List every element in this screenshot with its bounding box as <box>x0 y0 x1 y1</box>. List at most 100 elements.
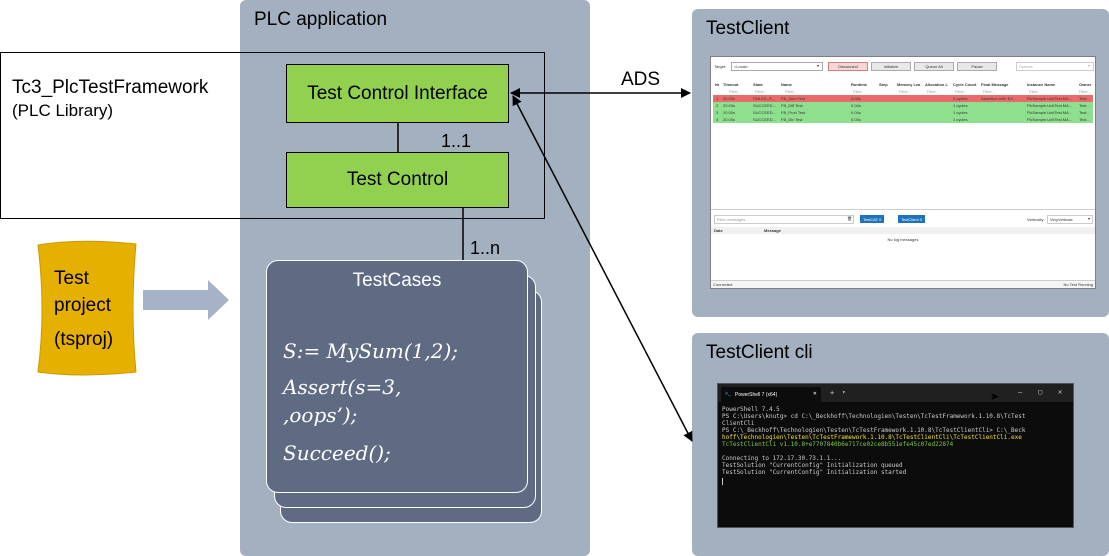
log-col-date: Date <box>714 228 723 233</box>
tab-label: PowerShell 7 (x64) <box>735 392 778 398</box>
chevron-down-icon[interactable]: ▾ <box>842 389 846 396</box>
col-step: Step <box>879 82 888 87</box>
filter-row[interactable]: Filter... Filter... Filter... Filter... … <box>713 88 1093 95</box>
cursor <box>722 478 723 485</box>
maximize-icon[interactable]: ▢ <box>1038 388 1043 396</box>
filter-runtime[interactable]: Filter... <box>853 89 866 94</box>
cell-message: Assertion with 'Ex'... <box>981 96 1017 101</box>
chevron-down-icon: ▾ <box>1087 216 1090 221</box>
plc-application-title: PLC application <box>254 9 388 30</box>
target-select[interactable]: <Local> ▾ <box>731 62 823 71</box>
cli-line: TestSolution "CurrentConfig" Initializat… <box>722 469 907 476</box>
filter-memory[interactable]: Filter... <box>899 89 912 94</box>
multiplicity-1-n: 1..n <box>470 238 501 258</box>
verbosity-select[interactable]: VeryVerbose ▾ <box>1047 215 1093 224</box>
new-tab-icon[interactable]: + <box>830 389 835 397</box>
test-control-box: Test Control <box>286 152 509 208</box>
test-control-interface-label: Test Control Interface <box>307 82 488 104</box>
cell-name: FB_Sum Test <box>781 96 805 101</box>
pause-button[interactable]: Pause <box>957 62 997 71</box>
cell-cycles: 3 cycles <box>953 96 968 101</box>
close-icon[interactable]: ✕ <box>812 391 817 397</box>
cli-line: TestSolution "CurrentConfig" Initializat… <box>722 462 903 469</box>
cell-timeout: 20.00s <box>723 96 736 101</box>
testcat-label: TestCAT <box>863 216 879 222</box>
divider <box>711 209 1095 210</box>
cell-instance: PlcSample.UnitTest.MA... <box>1027 110 1073 115</box>
cell-timeout: 20.00s <box>723 117 736 122</box>
col-allocation: Allocation L <box>925 82 948 87</box>
cli-arrow <box>512 95 693 442</box>
cli-line: PS C:\_Beckhoff\Technologien\Testen\TcTe… <box>722 427 1026 434</box>
testclient-filter-button[interactable]: TestClient 0 <box>898 215 925 223</box>
filter-timeout[interactable]: Filter... <box>729 89 742 94</box>
trash-icon[interactable]: 🗑 <box>847 216 853 221</box>
cell-cycles: 1 cycles <box>953 103 968 108</box>
multiplicity-1-1: 1..1 <box>441 131 472 151</box>
filter-message[interactable]: Filter... <box>983 89 996 94</box>
filter-instance[interactable]: Filter... <box>1029 89 1042 94</box>
cell-nr: 2 <box>716 103 719 108</box>
tab-powershell[interactable]: >_ PowerShell 7 (x64) ✕ <box>721 387 821 402</box>
queue-all-button[interactable]: Queue All <box>914 62 954 71</box>
cell-instance: PlcSample.UnitTest.MA... <box>1027 117 1073 122</box>
disconnect-button[interactable]: Disconnect <box>828 62 868 71</box>
code-line-1: S:= MySum(1,2); <box>283 339 459 363</box>
status-right: No Test Running <box>1063 282 1094 287</box>
chevron-down-icon: ▾ <box>1087 63 1090 68</box>
filter-name[interactable]: Filter... <box>785 89 798 94</box>
testclient-title: TestClient <box>706 18 790 39</box>
table-row[interactable]: 1 20.00s FAILED_R... FB_Sum Test 0.03s 3… <box>713 95 1093 102</box>
col-instance-name: Instance Name <box>1027 82 1056 87</box>
filter-state[interactable]: Filter... <box>755 89 768 94</box>
minimize-icon[interactable]: – <box>1018 388 1023 396</box>
cli-line: ClientCli <box>722 420 755 427</box>
cell-runtime: 0.04s <box>851 110 861 115</box>
table-header: Nr Timeout State Name Runtime Step Memor… <box>713 81 1093 88</box>
cell-name: FB_Diff Test <box>781 103 803 108</box>
cell-cycles: 1 cycles <box>953 110 968 115</box>
cell-name: FB_Prod Test <box>781 110 806 115</box>
filter-allocation[interactable]: Filter... <box>927 89 940 94</box>
target-value: <Local> <box>734 64 749 69</box>
testcat-filter-button[interactable]: TestCAT 0 <box>860 215 885 223</box>
test-project-line-1: Test <box>54 268 89 289</box>
log-header: Date Message <box>711 227 1095 234</box>
cell-runtime: 0.04s <box>851 103 861 108</box>
test-project-banner <box>37 240 137 376</box>
close-window-icon[interactable]: ✕ <box>1058 388 1063 396</box>
filter-messages-input[interactable]: Filter messages... <box>714 215 854 224</box>
status-bar: Connected No Test Running <box>711 280 1095 288</box>
cli-line: hoff\Technologien\Testen\TcTestFramework… <box>722 434 1022 441</box>
log-col-message: Message <box>764 228 781 233</box>
col-owner: Owner <box>1079 82 1092 87</box>
cell-instance: PlcSample.UnitTest.MA... <box>1027 96 1073 101</box>
testclient-cli-title: TestClient cli <box>706 342 813 363</box>
table-row[interactable]: 2 20.00s SUCCEED... FB_Diff Test 0.04s 1… <box>713 102 1093 109</box>
library-title: Tc3_PlcTestFramework <box>12 77 209 98</box>
verbosity-value: VeryVerbose <box>1050 217 1073 222</box>
ads-label: ADS <box>621 69 661 90</box>
cell-state: SUCCEED... <box>753 103 776 108</box>
cell-timeout: 20.00s <box>723 110 736 115</box>
powershell-window: >_ PowerShell 7 (x64) ✕ + ▾ – ▢ ✕ PowerS… <box>717 383 1074 528</box>
table-row[interactable]: 3 20.00s SUCCEED... FB_Prod Test 0.04s 1… <box>713 109 1093 116</box>
filter-owner[interactable]: Filter... <box>1079 89 1092 94</box>
cell-nr: 3 <box>716 110 719 115</box>
table-row[interactable]: 4 20.00s SUCCEED... FB_Div Test 0.03s 1 … <box>713 116 1093 123</box>
status-left: Connected <box>713 282 733 287</box>
cell-nr: 4 <box>716 117 719 122</box>
cell-owner: Test... <box>1079 117 1090 122</box>
options-placeholder: Options <box>1019 64 1033 69</box>
testclient-label: TestClient <box>901 216 919 222</box>
initialize-button[interactable]: Initialize <box>871 62 911 71</box>
cell-state: SUCCEED... <box>753 110 776 115</box>
test-control-label: Test Control <box>346 169 449 190</box>
col-runtime: Runtime <box>851 82 867 87</box>
col-state: State <box>753 82 763 87</box>
options-select[interactable]: Options ▾ <box>1016 62 1094 71</box>
filter-cycles[interactable]: Filter... <box>955 89 968 94</box>
cell-cycles: 1 cycles <box>953 117 968 122</box>
cell-state: SUCCEED... <box>753 117 776 122</box>
